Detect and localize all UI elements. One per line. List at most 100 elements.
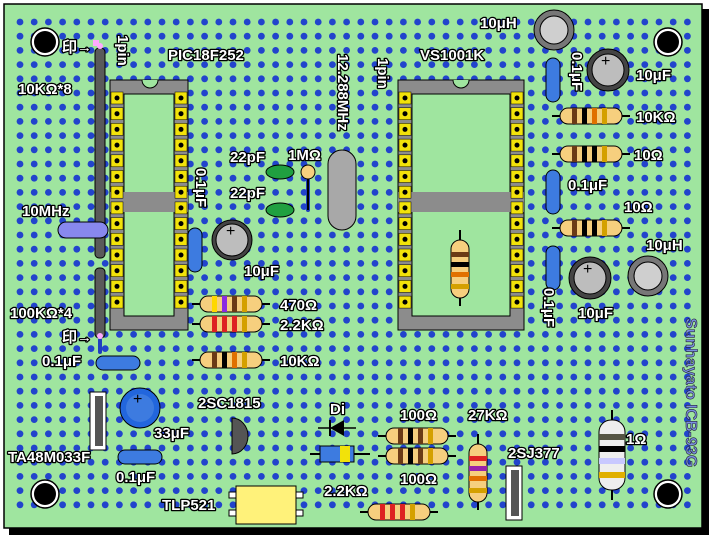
hole <box>16 416 24 423</box>
label-cap-01-bottom: 0.1μF <box>116 469 155 486</box>
hole <box>73 160 81 168</box>
hole <box>314 302 322 310</box>
hole <box>30 373 38 381</box>
hole <box>229 203 237 211</box>
hole <box>300 288 308 296</box>
hole <box>584 487 592 494</box>
hole <box>598 416 606 423</box>
hole <box>684 274 691 281</box>
label-res-10k-r: 10KΩ <box>636 109 676 126</box>
hole <box>613 189 620 196</box>
hole <box>527 231 535 239</box>
hole <box>584 501 592 509</box>
hole <box>485 430 492 438</box>
hole <box>584 331 592 338</box>
hole <box>30 260 38 267</box>
hole <box>215 203 223 211</box>
hole <box>655 473 663 480</box>
hole <box>570 359 578 367</box>
hole <box>613 402 620 409</box>
hole <box>357 146 365 154</box>
hole <box>272 373 279 381</box>
hole <box>627 217 634 225</box>
hole <box>499 359 507 367</box>
hole <box>215 416 223 423</box>
hole <box>385 260 393 267</box>
hole <box>87 174 95 182</box>
hole <box>371 373 379 381</box>
hole <box>272 402 279 409</box>
hole <box>187 32 194 40</box>
hole <box>329 75 336 83</box>
hole <box>513 32 521 40</box>
hole <box>385 245 393 253</box>
hole <box>59 245 66 253</box>
hole <box>385 231 393 239</box>
hole <box>570 189 578 196</box>
hole <box>613 203 620 211</box>
hole <box>286 18 294 26</box>
hole <box>613 345 620 352</box>
hole <box>201 402 209 409</box>
hole <box>300 75 308 83</box>
hole <box>30 217 38 225</box>
hole <box>542 458 549 466</box>
hole <box>542 316 549 324</box>
hole <box>16 288 24 296</box>
hole <box>158 47 166 54</box>
hole <box>258 174 265 182</box>
hole <box>73 18 81 26</box>
hole <box>556 402 563 409</box>
hole <box>613 174 620 182</box>
label-cap-22a: 22pF <box>230 149 265 166</box>
hole <box>669 331 677 338</box>
hole <box>314 245 322 253</box>
hole <box>243 75 251 83</box>
hole <box>499 373 507 381</box>
hole <box>613 359 620 367</box>
hole <box>584 402 592 409</box>
hole <box>357 47 365 54</box>
inductor-10uh-right <box>627 255 669 297</box>
hole <box>371 189 379 196</box>
resistor-2k2-a <box>192 315 270 333</box>
hole <box>215 331 223 338</box>
hole <box>627 288 634 296</box>
ic-pin <box>398 264 412 277</box>
hole <box>229 501 237 509</box>
ic-pin <box>398 201 412 215</box>
hole <box>187 458 194 466</box>
label-pic18f252: PIC18F252 <box>168 47 244 64</box>
hole <box>243 402 251 409</box>
hole <box>16 217 24 225</box>
hole <box>669 444 677 452</box>
hole <box>613 331 620 338</box>
hole <box>641 444 649 452</box>
hole <box>527 18 535 26</box>
hole <box>314 501 322 509</box>
hole <box>101 373 109 381</box>
hole <box>669 203 677 211</box>
hole <box>613 274 620 281</box>
hole <box>314 217 322 225</box>
hole <box>570 203 578 211</box>
hole <box>73 75 81 83</box>
hole <box>627 501 634 509</box>
ic-pin <box>398 280 412 293</box>
hole <box>456 387 464 395</box>
hole <box>59 203 66 211</box>
hole <box>16 174 24 182</box>
hole <box>641 501 649 509</box>
hole <box>684 288 691 296</box>
hole <box>59 359 66 367</box>
hole <box>158 331 166 338</box>
hole <box>45 274 52 281</box>
hole <box>144 331 152 338</box>
hole <box>243 89 251 97</box>
hole <box>371 89 379 97</box>
hole <box>144 18 152 26</box>
hole <box>527 331 535 338</box>
hole <box>584 47 592 54</box>
cap-33uf: + <box>119 387 161 429</box>
hole <box>329 373 336 381</box>
